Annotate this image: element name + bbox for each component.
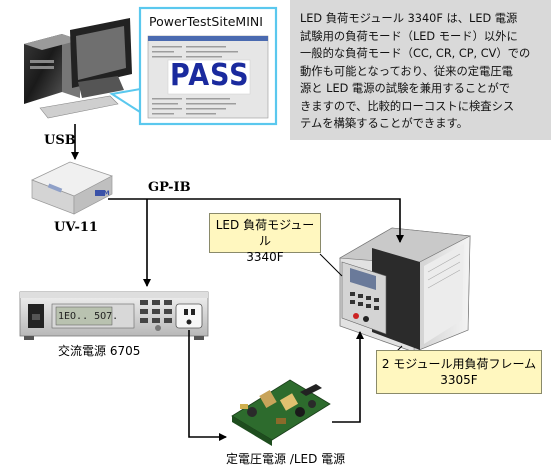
led-module-callout: LED 負荷モジュール 3340F (209, 213, 321, 264)
description-line: きますので、比較的ローコストに検査シス (300, 99, 515, 113)
dut-to-load-arrow (332, 331, 364, 423)
frame-callout-line: 2 モジュール用負荷フレーム (381, 357, 537, 371)
frame-callout: 2 モジュール用負荷フレーム 3305F (376, 350, 542, 394)
software-title: PowerTestSiteMINI (149, 14, 263, 29)
description-panel (290, 0, 551, 140)
power-supply-board-icon (231, 379, 331, 446)
ac-source-label: 交流電源 6705 (58, 344, 141, 358)
description-line: LED 負荷モジュール 3340F は、LED 電源 (300, 12, 518, 25)
ac-power-source-icon (19, 291, 209, 340)
gpib-to-load-arrow (108, 198, 404, 243)
led-module-callout-leader (319, 253, 343, 277)
frame-callout-line: 3305F (440, 373, 478, 387)
computer-icon (24, 18, 132, 119)
description-line: 一般的な負荷モード（CC, CR, CP, CV）での (300, 47, 531, 60)
ac-source-display: 1EO.. 5O7. (58, 311, 119, 322)
led-module-callout-line: 3340F (246, 250, 284, 264)
uv11-converter-icon (31, 161, 113, 215)
gpib-label: GP-IB (148, 180, 191, 195)
software-screen (109, 6, 278, 126)
usb-label: USB (44, 133, 76, 148)
dut-label: 定電圧電源 /LED 電源 (226, 452, 346, 466)
description-line: テムを構築することができます。 (300, 117, 468, 130)
pass-result: PASS (170, 58, 250, 93)
connection-lines (71, 124, 404, 441)
ac-to-dut-arrow (188, 330, 227, 441)
description-line: 動作も可能となっており、従来の定電圧電 (300, 64, 513, 78)
led-module-callout-line: LED 負荷モジュール (215, 218, 315, 248)
description-line: 試験用の負荷モード（LED モード）以外に (300, 29, 518, 43)
description-text: LED 負荷モジュール 3340F は、LED 電源 試験用の負荷モード（LED… (300, 10, 548, 133)
uv11-label: UV-11 (54, 220, 98, 235)
description-line: 源と LED 電源の試験を兼用することがで (300, 82, 511, 95)
uv11-logo: SYM (95, 190, 110, 197)
load-frame-icon (339, 227, 472, 353)
